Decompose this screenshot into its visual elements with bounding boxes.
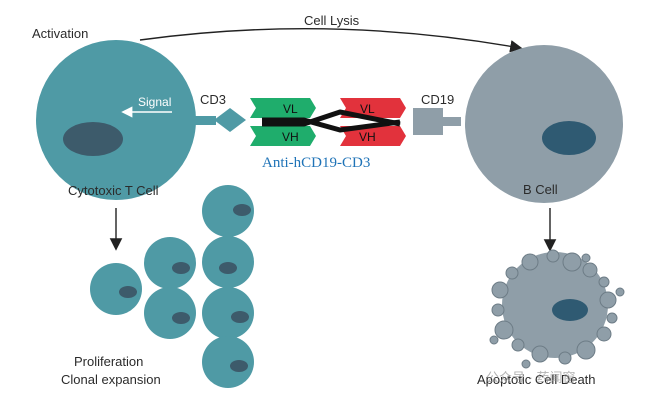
apoptotic-label: Apoptotic Cell Death (477, 372, 596, 387)
small-t-cell (202, 287, 254, 339)
cd3-receptor (192, 108, 246, 132)
green-vl-domain (250, 98, 316, 118)
b-cell-nucleus (542, 121, 596, 155)
watermark-text: 公众号 · 药闻窗 (486, 370, 576, 385)
t-cell-label: Cytotoxic T Cell (68, 183, 159, 198)
vh-left-label: VH (282, 130, 299, 144)
cell-lysis-label: Cell Lysis (304, 13, 360, 28)
antibody-name-label: Anti-hCD19-CD3 (262, 155, 370, 171)
linker-lower (262, 109, 401, 127)
cell-lysis-arrow (139, 28, 523, 53)
t-cell: Signal (36, 40, 196, 200)
small-t-cell (144, 237, 196, 289)
vl-left-label: VL (283, 102, 298, 116)
vl-right-label: VL (360, 102, 375, 116)
signal-label: Signal (138, 95, 171, 109)
cd19-label: CD19 (421, 92, 454, 107)
linker-upper (262, 117, 401, 133)
b-cell (465, 45, 623, 203)
clonal-expansion-label: Clonal expansion (61, 372, 161, 387)
green-vh-domain (250, 126, 316, 146)
activation-label: Activation (32, 26, 88, 41)
red-vh-domain (340, 126, 406, 146)
cd19-receptor (413, 108, 461, 135)
small-t-cell (202, 185, 254, 237)
vh-right-label: VH (359, 130, 376, 144)
t-cell-nucleus (63, 122, 123, 156)
proliferating-t-cells (90, 185, 254, 388)
apoptotic-nucleus (552, 299, 588, 321)
b-cell-label: B Cell (523, 182, 558, 197)
bispecific-antibody: VL VH VL VH (250, 98, 406, 146)
small-t-cell (144, 287, 196, 339)
small-t-cell (202, 336, 254, 388)
cd3-label: CD3 (200, 92, 226, 107)
small-t-cell (202, 236, 254, 288)
small-t-cell (90, 263, 142, 315)
proliferation-label: Proliferation (74, 354, 143, 369)
